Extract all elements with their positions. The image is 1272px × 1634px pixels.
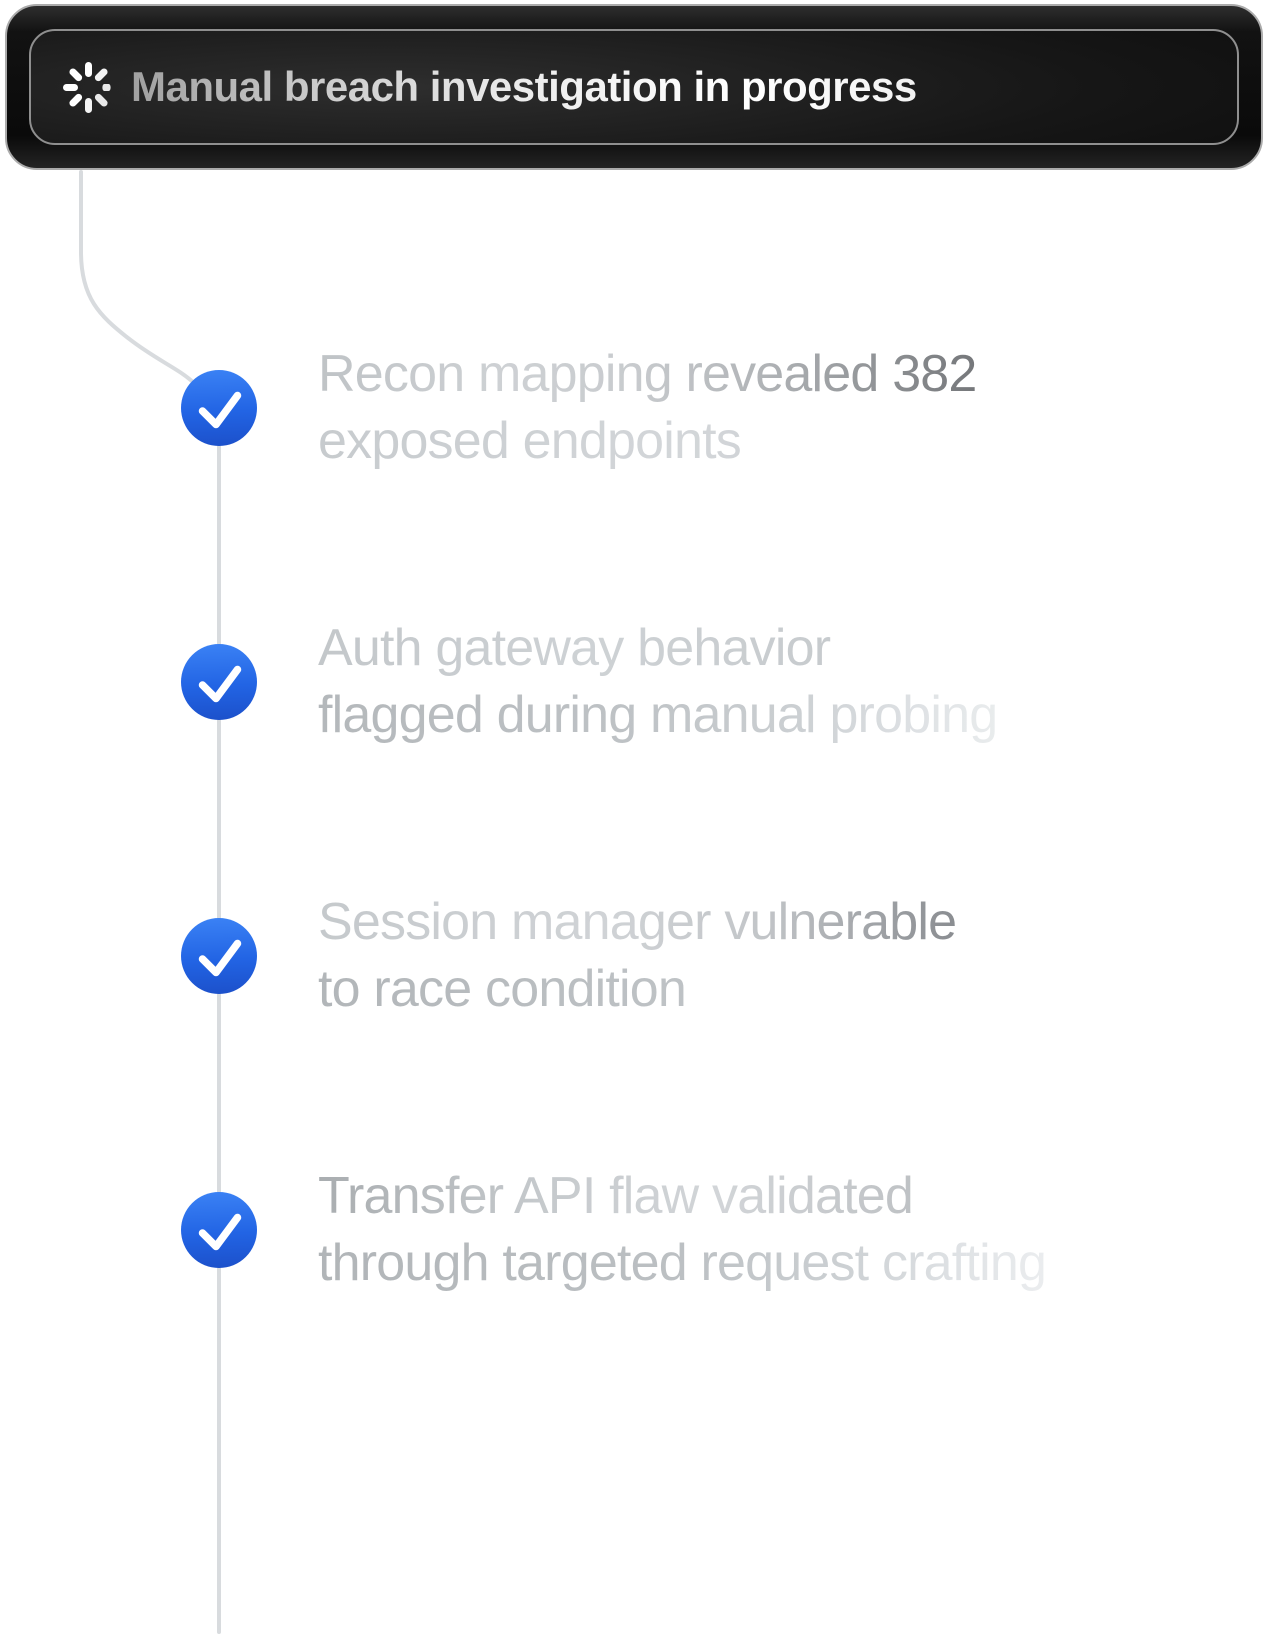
step-1-line-1: Recon mapping revealed 382	[318, 341, 977, 408]
step-4-line-2: through targeted request crafting	[318, 1230, 1047, 1297]
step-1-line-2: exposed endpoints	[318, 408, 977, 475]
step-2-check-icon	[181, 644, 257, 720]
step-1-check-icon	[181, 370, 257, 446]
step-4-description: Transfer API flaw validated through targ…	[318, 1163, 1047, 1297]
step-3-line-2: to race condition	[318, 956, 956, 1023]
status-banner[interactable]: Manual breach investigation in progress	[5, 4, 1263, 170]
timeline-line	[217, 408, 221, 1634]
status-text: Manual breach investigation in progress	[131, 63, 917, 110]
status-banner-inner: Manual breach investigation in progress	[29, 29, 1239, 145]
step-2-description: Auth gateway behavior flagged during man…	[318, 615, 998, 749]
step-3-check-icon	[181, 918, 257, 994]
step-4-check-icon	[181, 1192, 257, 1268]
step-1-description: Recon mapping revealed 382 exposed endpo…	[318, 341, 977, 475]
loading-spinner-icon	[62, 61, 114, 113]
step-2-line-1: Auth gateway behavior	[318, 615, 997, 682]
step-4-line-1: Transfer API flaw validated	[318, 1163, 1046, 1230]
step-3-description: Session manager vulnerable to race condi…	[318, 889, 957, 1023]
step-2-line-2: flagged during manual probing	[318, 682, 998, 749]
step-3-line-1: Session manager vulnerable	[318, 889, 957, 956]
